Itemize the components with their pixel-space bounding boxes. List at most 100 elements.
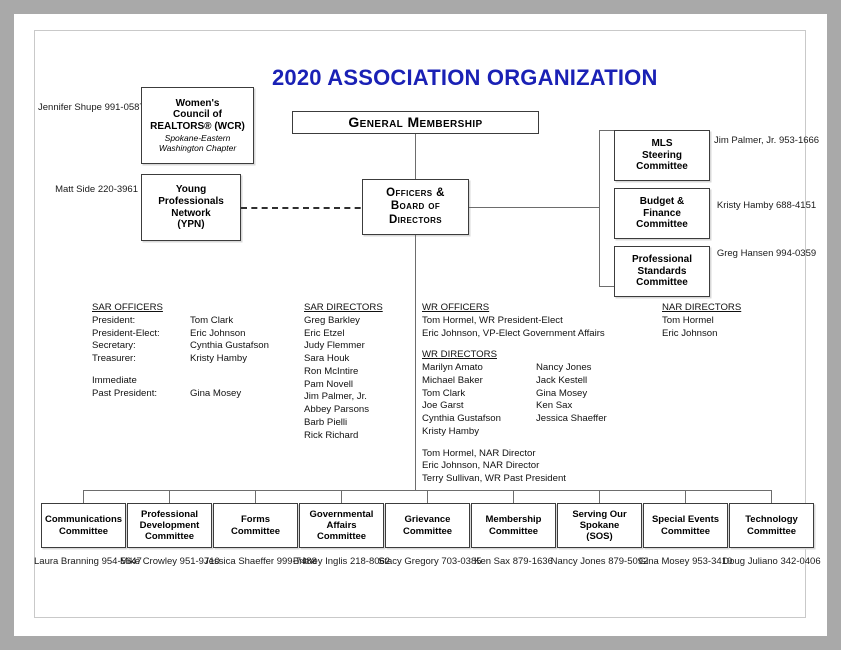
- wr-director-c1-3: Tom Clark: [422, 387, 466, 399]
- drop-grievance: [427, 490, 428, 503]
- drop-serving-our-spokane: [599, 490, 600, 503]
- mls-line-1: MLS: [651, 137, 673, 149]
- wr-director-c2-1: Nancy Jones: [536, 362, 592, 373]
- committee-2-contact: Mike Crowley 951-9710: [120, 556, 220, 568]
- mls-line-3: Committee: [636, 161, 688, 173]
- drop-forms: [255, 490, 256, 503]
- profstd-line-3: Committee: [636, 277, 688, 289]
- sar-officer-role-3: Secretary:: [92, 340, 136, 352]
- sar-past-president-label-2: Past President:: [92, 387, 158, 399]
- budget-contact-phone: 688-4151: [775, 200, 817, 211]
- wcr-contact-name: Jennifer Shupe: [38, 102, 102, 113]
- wcr-line-2: Council of: [173, 109, 222, 121]
- wr-footer-2: Eric Johnson, NAR Director: [422, 460, 540, 472]
- sar-officer-role-4: Treasurer:: [92, 353, 136, 364]
- committee-1-contact-name: Laura Branning: [34, 556, 99, 567]
- ypn-contact-name: Matt Side: [55, 184, 96, 195]
- committee-4-contact-name: Britney Inglis: [292, 556, 348, 567]
- ypn-line-1: Young: [175, 183, 207, 195]
- committee-8-line-2: Committee: [660, 525, 711, 537]
- sar-director-8: Abbey Parsons: [304, 404, 370, 415]
- box-young-professionals-network[interactable]: Young Professionals Network (YPN): [141, 174, 241, 241]
- box-governmental-affairs-committee[interactable]: Governmental Affairs Committee: [299, 503, 384, 548]
- profstd-contact-phone: 994-0359: [776, 248, 817, 259]
- box-technology-committee[interactable]: Technology Committee: [729, 503, 814, 548]
- page-inner-border: [34, 30, 806, 618]
- wr-director-c1-2: Michael Baker: [422, 374, 483, 386]
- wcr-sub-2: Washington Chapter: [158, 143, 237, 154]
- wr-officer-2: Eric Johnson, VP-Elect Government Affair…: [422, 327, 605, 339]
- committee-5-contact-phone: 703-0385: [441, 556, 482, 567]
- box-special-events-committee[interactable]: Special Events Committee: [643, 503, 728, 548]
- ypn-contact-phone: 220-3961: [97, 184, 138, 195]
- committee-7-line-3: (SOS): [586, 531, 613, 543]
- wr-footer-1: Tom Hormel, NAR Director: [422, 447, 536, 459]
- committee-2-line-3: Committee: [144, 531, 195, 543]
- budget-line-3: Committee: [636, 219, 688, 231]
- sar-past-president-name: Gina Mosey: [190, 387, 242, 399]
- committee-6-contact-name: Ken Sax: [474, 556, 511, 567]
- box-womens-council-of-realtors[interactable]: Women's Council of REALTORS® (WCR) Spoka…: [141, 87, 254, 164]
- box-serving-our-spokane-committee[interactable]: Serving Our Spokane (SOS): [557, 503, 642, 548]
- box-general-membership[interactable]: General Membership: [292, 111, 539, 134]
- roster-wr: WR OFFICERS Tom Hormel, WR President-Ele…: [422, 302, 607, 486]
- committee-8-contact-phone: 953-3410: [692, 556, 733, 567]
- committee-3-contact-name: Jessica Shaeffer: [204, 556, 275, 567]
- committee-6-line-1: Membership: [485, 514, 542, 526]
- committee-8-contact: Gina Mosey 953-3410: [636, 556, 735, 568]
- wr-officer-1: Tom Hormel, WR President-Elect: [422, 314, 563, 326]
- committee-9-contact: Doug Juliano 342-0406: [722, 556, 821, 568]
- box-grievance-committee[interactable]: Grievance Committee: [385, 503, 470, 548]
- officers-line-2: Board of: [390, 200, 441, 213]
- sar-officer-name-3: Cynthia Gustafson: [190, 340, 269, 352]
- committee-4-contact-phone: 218-8062: [349, 556, 391, 567]
- drop-professional-development: [169, 490, 170, 503]
- wr-director-c1-1: Marilyn Amato: [422, 362, 483, 373]
- ypn-line-2: Professionals: [158, 195, 224, 207]
- box-officers-and-board-of-directors[interactable]: Officers & Board of Directors: [362, 179, 469, 235]
- ypn-contact: Matt Side 220-3961: [38, 184, 138, 196]
- connector-officers-to-right-trunk: [469, 207, 599, 208]
- committee-8-line-1: Special Events: [651, 514, 720, 526]
- sar-officers-header: SAR OFFICERS: [92, 302, 163, 313]
- wr-director-c1-5: Cynthia Gustafson: [422, 413, 501, 424]
- budget-line-2: Finance: [643, 207, 681, 219]
- committee-3-contact: Jessica Shaeffer 999-7488: [204, 556, 317, 568]
- nar-directors-header: NAR DIRECTORS: [662, 302, 742, 313]
- roster-sar-directors: SAR DIRECTORS Greg Barkley Eric Etzel Ju…: [304, 302, 383, 442]
- committee-6-contact-phone: 879-1636: [512, 556, 553, 567]
- wr-footer-3: Terry Sullivan, WR Past President: [422, 473, 566, 484]
- committee-6-line-2: Committee: [488, 525, 539, 537]
- connector-officers-to-committee-bus: [415, 235, 416, 490]
- right-trunk-vline: [599, 130, 600, 286]
- wr-officers-header: WR OFFICERS: [422, 302, 490, 313]
- ypn-line-4: (YPN): [177, 219, 205, 231]
- wr-director-c2-2: Jack Kestell: [536, 374, 588, 386]
- committee-2-line-1: Professional: [140, 508, 199, 520]
- box-professional-development-committee[interactable]: Professional Development Committee: [127, 503, 212, 548]
- connector-membership-to-officers: [415, 134, 416, 179]
- box-budget-finance-committee[interactable]: Budget & Finance Committee: [614, 188, 710, 239]
- sar-director-10: Rick Richard: [304, 429, 359, 441]
- chart-page: 2020 ASSOCIATION ORGANIZATION Jennifer S…: [14, 14, 827, 636]
- sar-director-1: Greg Barkley: [304, 314, 360, 326]
- committee-5-contact: Stacy Gregory 703-0385: [378, 556, 482, 568]
- officers-line-1: Officers &: [386, 186, 445, 199]
- box-professional-standards-committee[interactable]: Professional Standards Committee: [614, 246, 710, 297]
- box-communications-committee[interactable]: Communications Committee: [41, 503, 126, 548]
- connector-trunk-to-professional-standards: [599, 286, 614, 287]
- sar-director-3: Judy Flemmer: [304, 340, 365, 352]
- wcr-line-3: REALTORS® (WCR): [150, 121, 245, 133]
- box-mls-steering-committee[interactable]: MLS Steering Committee: [614, 130, 710, 181]
- drop-special-events: [685, 490, 686, 503]
- sar-officer-name-1: Tom Clark: [190, 314, 234, 326]
- box-membership-committee[interactable]: Membership Committee: [471, 503, 556, 548]
- committee-7-contact-phone: 879-5092: [608, 556, 649, 567]
- mls-contact-name: Jim Palmer, Jr.: [714, 135, 777, 146]
- sar-director-5: Ron McIntire: [304, 365, 359, 377]
- box-forms-committee[interactable]: Forms Committee: [213, 503, 298, 548]
- sar-officer-name-4: Kristy Hamby: [190, 353, 248, 364]
- wr-director-c1-4: Joe Garst: [422, 400, 464, 412]
- sar-director-7: Jim Palmer, Jr.: [304, 391, 367, 403]
- profstd-line-1: Professional: [631, 253, 693, 265]
